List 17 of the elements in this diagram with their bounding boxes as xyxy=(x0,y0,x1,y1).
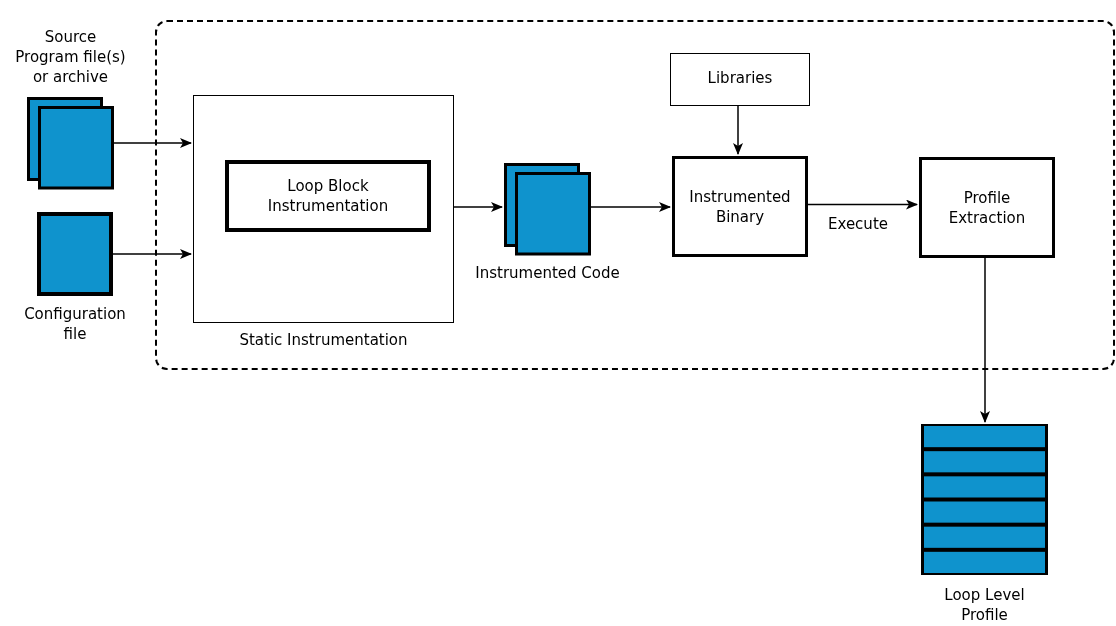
arrow xyxy=(112,249,192,259)
arrow xyxy=(113,138,192,148)
caption-text: Static Instrumentation xyxy=(238,330,409,350)
process-box xyxy=(672,156,808,257)
box-label: Instrumented Binary xyxy=(688,186,792,227)
box-label: Loop Block Instrumentation xyxy=(266,176,390,216)
caption-text: Instrumented Code xyxy=(474,263,621,283)
process-box xyxy=(919,157,1055,258)
dashed-group-boundary xyxy=(155,20,1115,370)
process-box xyxy=(670,53,810,106)
process-box xyxy=(225,160,431,232)
box-label: Libraries xyxy=(706,68,774,88)
edge-label: Execute xyxy=(828,214,888,234)
caption-text: Configuration file xyxy=(23,304,127,344)
caption-text: Source Program file(s) or archive xyxy=(14,27,127,87)
box-label: Profile Extraction xyxy=(947,187,1027,228)
caption-text: Loop Level Profile xyxy=(943,585,1026,625)
